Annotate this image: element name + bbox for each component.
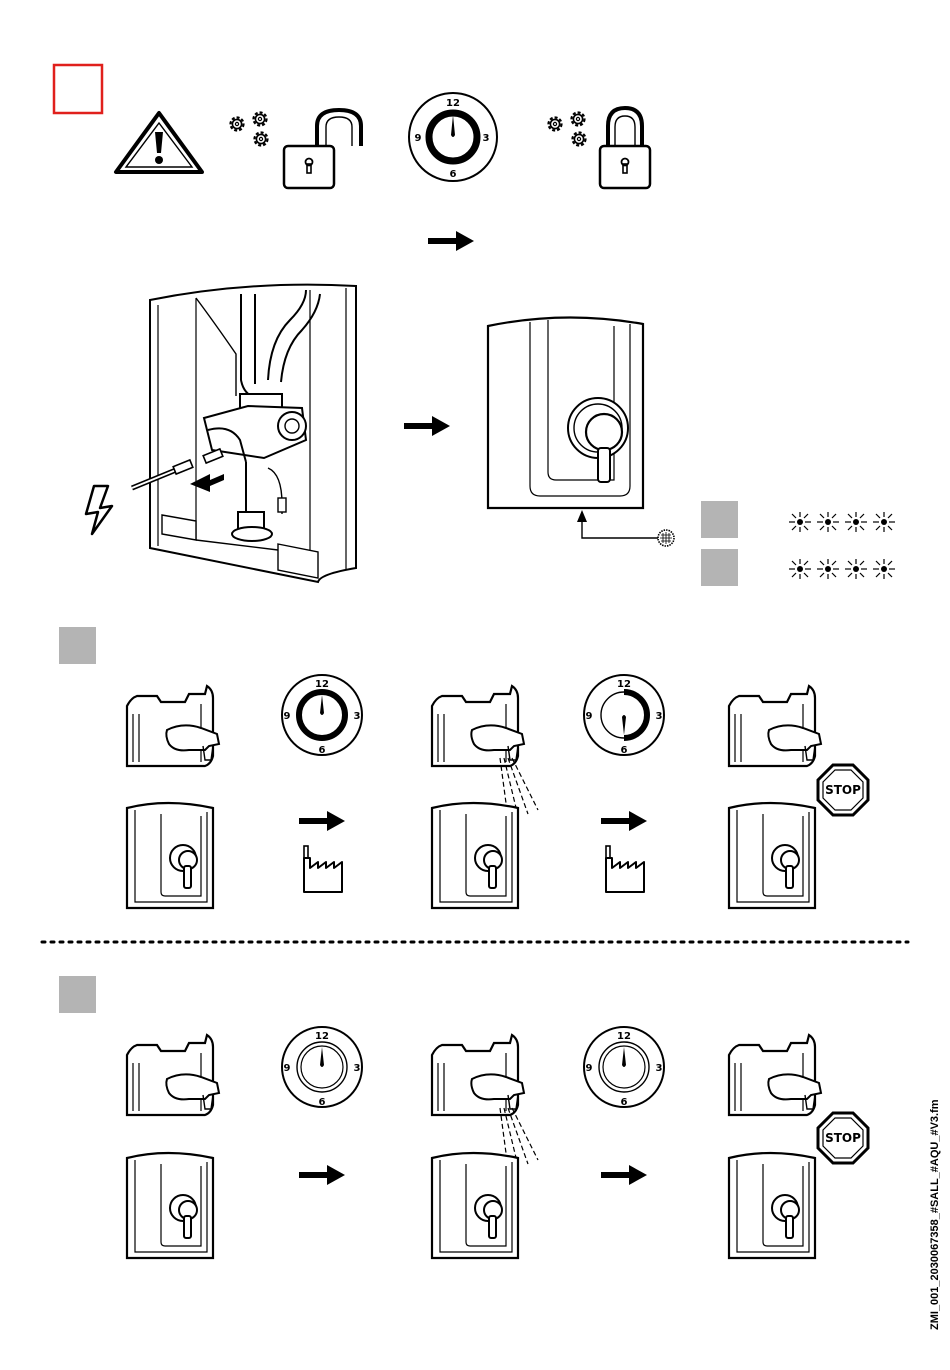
step-box: [59, 976, 96, 1013]
led-blink-row: [789, 512, 895, 532]
svg-text:9: 9: [284, 1063, 291, 1074]
svg-text:12: 12: [446, 98, 460, 109]
filter-screen-icon: [658, 530, 674, 546]
step-box: [701, 501, 738, 538]
svg-text:3: 3: [354, 711, 361, 722]
svg-text:3: 3: [354, 1063, 361, 1074]
svg-text:3: 3: [483, 133, 490, 144]
factory-icon: [606, 846, 644, 892]
factory-icon: [304, 846, 342, 892]
timer-dial-icon: 12 3 6 9: [282, 1027, 362, 1108]
locked-padlock-icon: [600, 108, 650, 188]
stop-sign-icon: STOP: [818, 1113, 868, 1163]
svg-text:3: 3: [656, 1063, 663, 1074]
svg-text:9: 9: [586, 1063, 593, 1074]
timer-dial-icon: 12 3 6 9: [584, 675, 664, 756]
gears-icon: [549, 113, 586, 146]
svg-text:12: 12: [315, 679, 329, 690]
svg-text:9: 9: [415, 133, 422, 144]
svg-text:6: 6: [621, 1097, 628, 1108]
stop-sign-icon: STOP: [818, 765, 868, 815]
unlocked-padlock-icon: [284, 110, 361, 188]
arrow-right-icon: [428, 231, 474, 251]
svg-text:6: 6: [319, 745, 326, 756]
red-marker-box: [54, 65, 102, 113]
svg-text:12: 12: [617, 1031, 631, 1042]
svg-text:6: 6: [450, 169, 457, 180]
svg-text:12: 12: [315, 1031, 329, 1042]
timer-dial-icon: 12 3 6 9: [409, 93, 497, 181]
sequence-one: 12 3 6 9 12 3 6 9 STOP: [127, 675, 868, 908]
gears-icon: [231, 113, 268, 146]
lightning-bolt-icon: [86, 486, 112, 534]
installation-illustration: [132, 285, 356, 582]
step-box: [59, 627, 96, 664]
document-code-text: ZMI_001_2030067358_#SALL_#AQU_#V3.fm: [929, 1099, 941, 1330]
svg-text:9: 9: [586, 711, 593, 722]
warning-triangle-icon: [116, 113, 202, 172]
assembled-mixer-illustration: [488, 317, 658, 538]
step-box: [701, 549, 738, 586]
svg-text:6: 6: [319, 1097, 326, 1108]
svg-text:3: 3: [656, 711, 663, 722]
svg-text:12: 12: [617, 679, 631, 690]
svg-text:STOP: STOP: [825, 783, 861, 797]
sequence-two: 12 3 6 9 12 3 6 9 STOP: [127, 1027, 868, 1258]
timer-dial-icon: 12 3 6 9: [584, 1027, 664, 1108]
timer-dial-icon: 12 3 6 9: [282, 675, 362, 756]
svg-text:9: 9: [284, 711, 291, 722]
svg-text:STOP: STOP: [825, 1131, 861, 1145]
document-code: ZMI_001_2030067358_#SALL_#AQU_#V3.fm: [929, 1040, 947, 1330]
svg-text:6: 6: [621, 745, 628, 756]
arrow-right-icon: [404, 416, 450, 436]
led-blink-row: [789, 559, 895, 579]
